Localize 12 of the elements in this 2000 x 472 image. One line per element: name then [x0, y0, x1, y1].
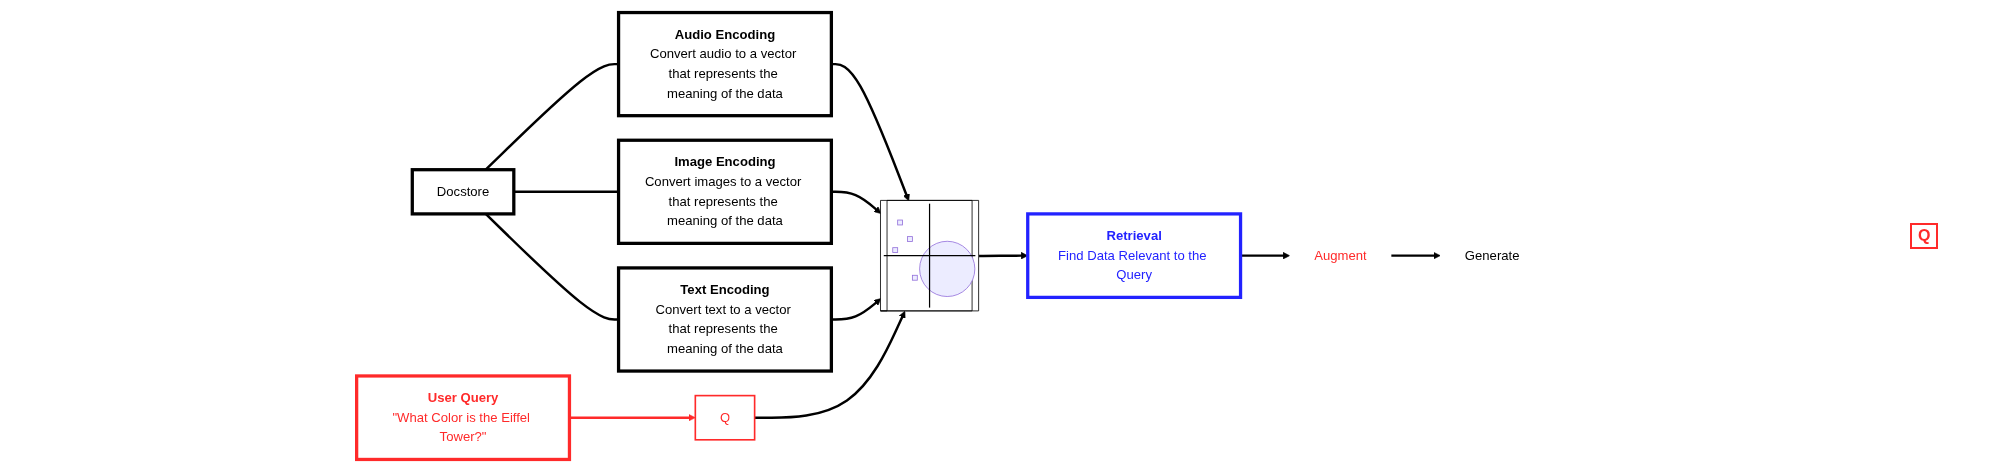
node-text: Augment — [1313, 248, 1367, 263]
node-box: Retrieval Find Data Relevant to the Query — [1025, 212, 1242, 300]
node-box: Text Encoding Convert text to a vector that represents the meaning of the data — [616, 266, 833, 373]
arrow — [754, 311, 906, 419]
node-text: Generate — [1464, 248, 1520, 263]
node-box: Image Encoding Convert images to a vector that represents the meaning of the data — [616, 138, 833, 245]
node-box: Docstore — [410, 168, 516, 216]
query-marker: Q — [1910, 223, 1939, 249]
node-box: User Query "What Color is the Eiffel Tower?" — [354, 374, 571, 462]
node-box: Q — [694, 394, 756, 441]
node-box: Audio Encoding Convert audio to a vector that represents the meaning of the data — [616, 10, 833, 118]
arrow — [1390, 252, 1441, 260]
